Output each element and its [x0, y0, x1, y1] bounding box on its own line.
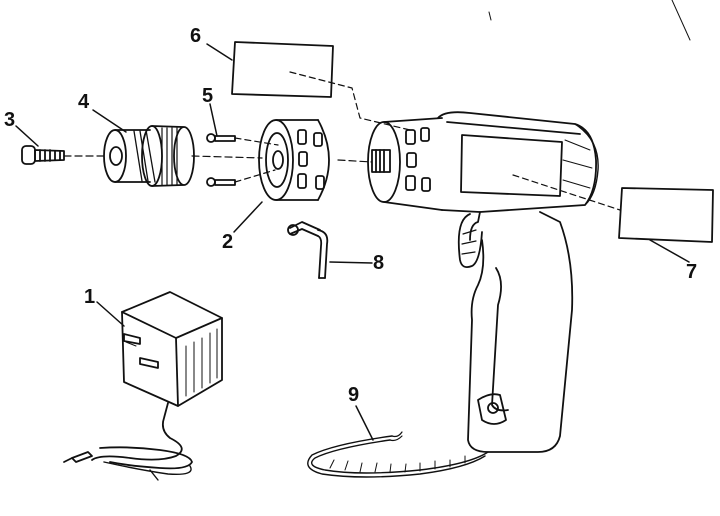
part-6-label: [231, 41, 411, 131]
part-drill-body: [367, 111, 599, 453]
part-4-chuck: [103, 125, 195, 187]
leader-lines: [15, 43, 690, 441]
callout-7: 7: [686, 261, 698, 283]
part-7-label: [512, 174, 714, 243]
part-5-screws: [206, 133, 279, 187]
callout-4: 4: [78, 91, 90, 113]
part-3-screw: [21, 145, 104, 165]
callout-2: 2: [222, 231, 234, 253]
part-8-hex-key: [287, 221, 329, 279]
callout-3: 3: [4, 109, 16, 131]
callout-9: 9: [348, 384, 360, 406]
part-2-collar: [191, 119, 373, 201]
callout-1: 1: [84, 286, 96, 308]
part-1-charger: [63, 291, 223, 481]
callout-8: 8: [373, 252, 385, 274]
callout-6: 6: [190, 25, 202, 47]
part-9-strap: [307, 431, 489, 478]
callout-5: 5: [202, 85, 214, 107]
scan-specks: [488, 0, 691, 41]
